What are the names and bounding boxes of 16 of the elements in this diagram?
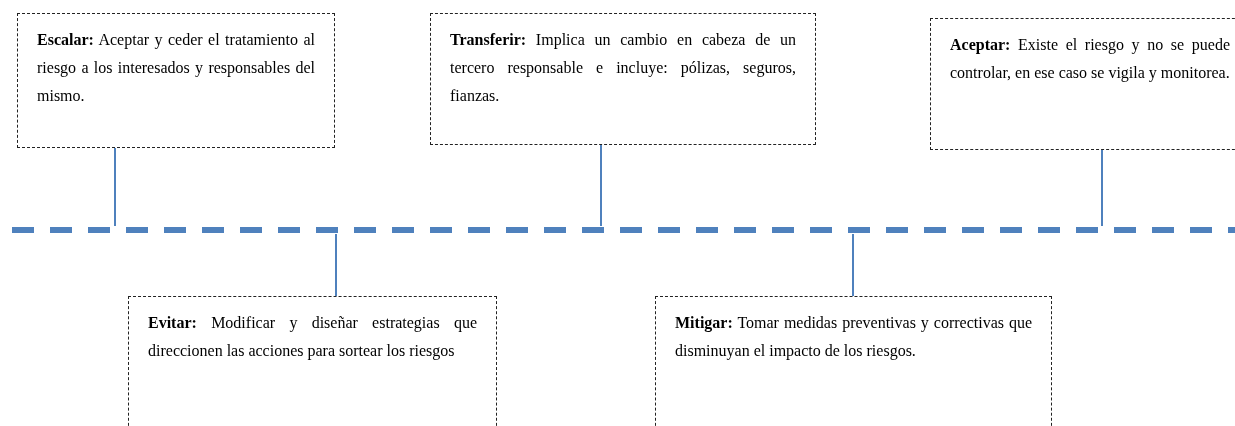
text-box (17, 13, 335, 148)
description-text: Escalar: Aceptar y ceder el tratamiento al riesgo a los interesados y responsables del mismo. (37, 30, 315, 106)
text-box (430, 13, 816, 145)
description-text: Evitar: Modificar y diseñar estrategias que direccionen las acciones para sortear los riesgos (148, 313, 477, 362)
connector-line (1101, 149, 1103, 227)
timeline-line (12, 226, 1235, 234)
connector-line (600, 144, 602, 227)
text-box (655, 296, 1052, 426)
description-text: Transferir: Implica un cambio en cabeza de un tercero responsable e incluye: pólizas, seguros, fianzas. (450, 30, 796, 106)
connector-line (335, 233, 337, 297)
text-box (930, 18, 1235, 150)
connector-line (852, 233, 854, 297)
text-box (128, 296, 497, 426)
description-text: Aceptar: Existe el riesgo y no se puede controlar, en ese caso se vigila y monitorea. (950, 35, 1230, 84)
connector-line (114, 147, 116, 227)
description-text: Mitigar: Tomar medidas preventivas y correctivas que disminuyan el impacto de los riesgos. (675, 313, 1032, 362)
